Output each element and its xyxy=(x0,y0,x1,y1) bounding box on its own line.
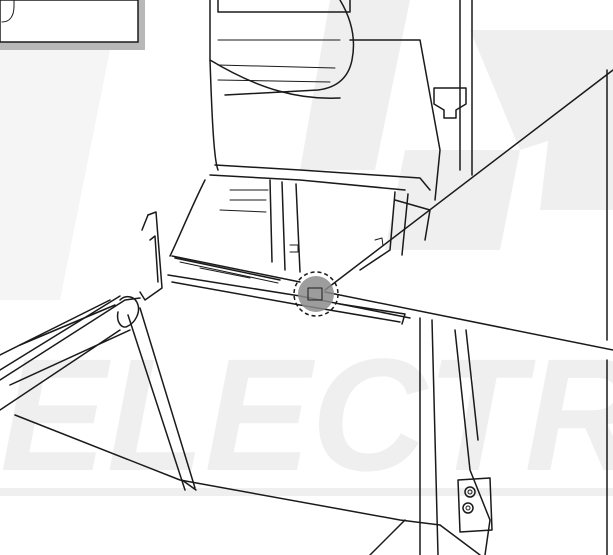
callout-leader-lines xyxy=(324,69,613,351)
clip-bracket xyxy=(433,87,467,119)
lower-latch-bracket xyxy=(457,477,493,533)
door-sill-plate xyxy=(167,255,411,325)
seat-frame xyxy=(209,164,431,273)
watermark-text: ELECTR xyxy=(0,325,613,504)
watermark-logo: ELECTR xyxy=(0,0,613,504)
callout-box-previous xyxy=(0,0,145,50)
highlight-circle xyxy=(293,271,339,317)
lower-wall xyxy=(9,317,491,555)
